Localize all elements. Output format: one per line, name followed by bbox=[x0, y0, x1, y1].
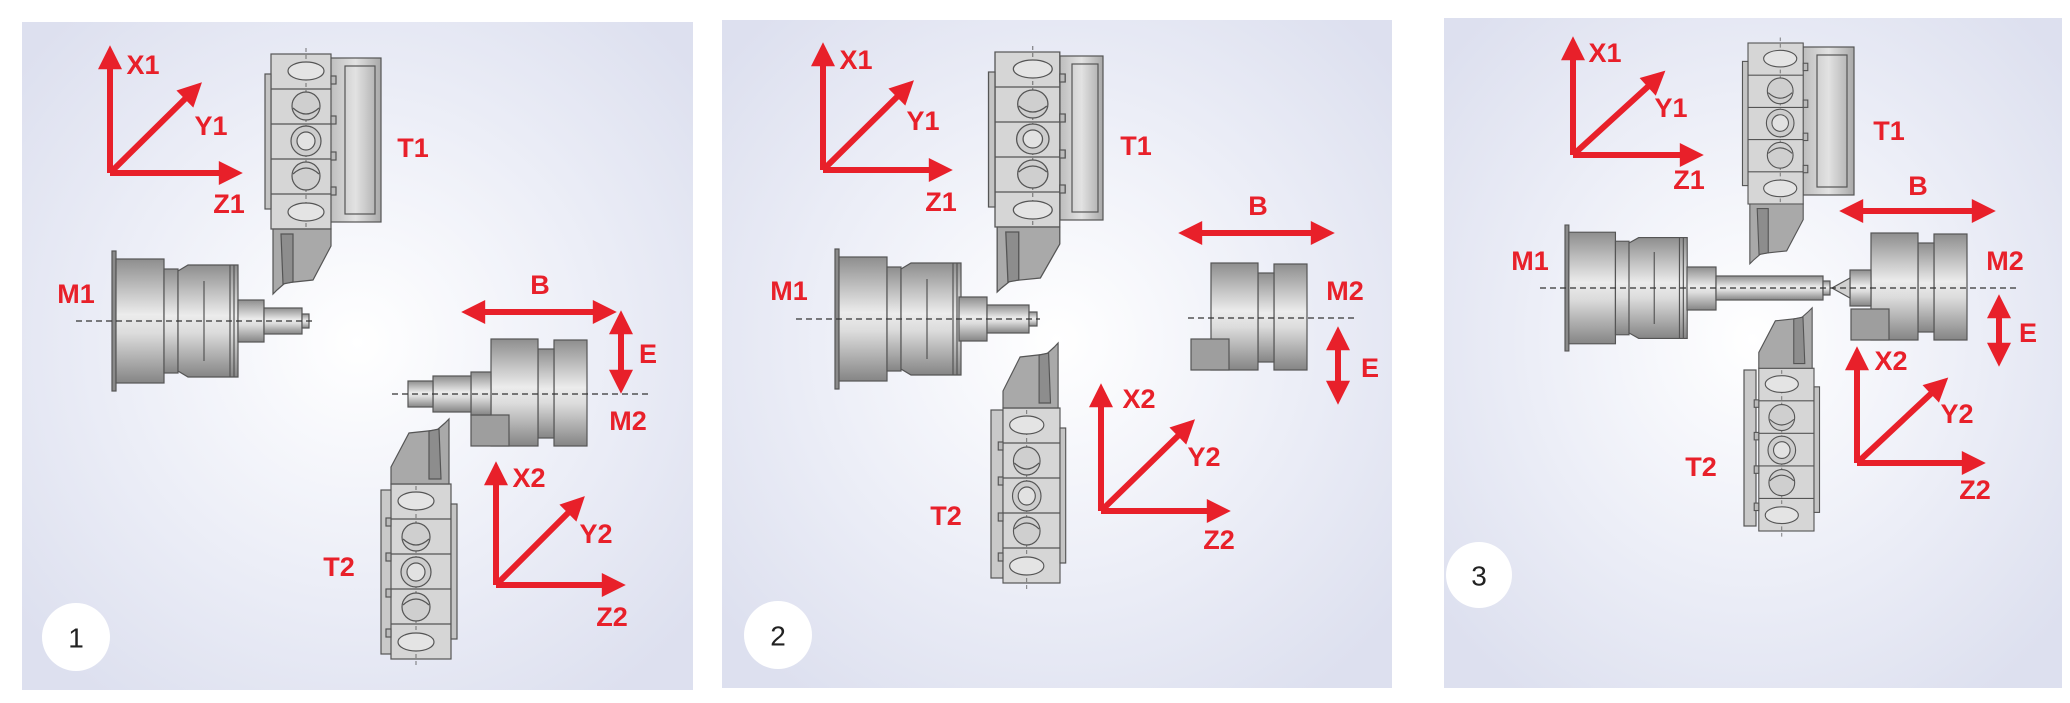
turret-t2 bbox=[990, 342, 1067, 590]
label-y2: Y2 bbox=[1940, 399, 1973, 429]
spindle-m1 bbox=[76, 250, 316, 392]
label-e: E bbox=[639, 339, 657, 369]
label-m2: M2 bbox=[609, 406, 647, 436]
axes-2 bbox=[1845, 346, 1986, 475]
label-t1: T1 bbox=[1873, 116, 1905, 146]
label-t2: T2 bbox=[930, 501, 962, 531]
label-x2: X2 bbox=[1122, 384, 1155, 414]
turret-t1 bbox=[1741, 36, 1855, 265]
label-m1: M1 bbox=[770, 276, 808, 306]
turret-t2 bbox=[1743, 307, 1821, 538]
label-e: E bbox=[1361, 353, 1379, 383]
panel-3: X1 Y1 Z1 T1 M1 B E M2 X2 Y2 Z2 T2 3 bbox=[1444, 18, 2062, 688]
label-y2: Y2 bbox=[579, 519, 612, 549]
spindle-m2 bbox=[392, 338, 648, 447]
label-b: B bbox=[1248, 191, 1268, 221]
panel-1: X1 Y1 Z1 T1 M1 B E M2 X2 Y2 Z2 T2 1 bbox=[22, 22, 693, 690]
label-z1: Z1 bbox=[213, 189, 245, 219]
label-b: B bbox=[530, 270, 550, 300]
spindle-m2 bbox=[1188, 262, 1356, 371]
label-z2: Z2 bbox=[1203, 525, 1235, 555]
step-badge bbox=[744, 601, 812, 669]
label-m2: M2 bbox=[1986, 246, 2024, 276]
label-x2: X2 bbox=[1874, 346, 1907, 376]
label-z2: Z2 bbox=[596, 602, 628, 632]
label-m2: M2 bbox=[1326, 276, 1364, 306]
label-e: E bbox=[2019, 318, 2037, 348]
label-y1: Y1 bbox=[1654, 93, 1687, 123]
label-m1: M1 bbox=[1511, 246, 1549, 276]
label-t2: T2 bbox=[323, 552, 355, 582]
spindle-m1 bbox=[796, 248, 1040, 390]
label-x1: X1 bbox=[839, 45, 872, 75]
turret-t1 bbox=[264, 47, 382, 295]
label-z1: Z1 bbox=[925, 187, 957, 217]
label-m1: M1 bbox=[57, 279, 95, 309]
turret-t2 bbox=[380, 418, 458, 666]
label-x1: X1 bbox=[1588, 38, 1621, 68]
label-z2: Z2 bbox=[1959, 475, 1991, 505]
axes-1 bbox=[98, 45, 243, 185]
panel-2: X1 Y1 Z1 T1 M1 B E M2 X2 Y2 Z2 T2 2 bbox=[722, 20, 1392, 688]
label-t2: T2 bbox=[1685, 452, 1717, 482]
label-t1: T1 bbox=[1120, 131, 1152, 161]
axes-1 bbox=[1561, 36, 1704, 167]
step-badge bbox=[42, 603, 110, 671]
label-t1: T1 bbox=[397, 133, 429, 163]
step-number: 3 bbox=[1471, 561, 1487, 592]
axes-2 bbox=[1089, 383, 1231, 523]
label-z1: Z1 bbox=[1673, 165, 1705, 195]
label-y2: Y2 bbox=[1187, 442, 1220, 472]
step-badge bbox=[1446, 542, 1512, 608]
label-x1: X1 bbox=[126, 50, 159, 80]
label-x2: X2 bbox=[512, 463, 545, 493]
label-b: B bbox=[1908, 171, 1928, 201]
label-y1: Y1 bbox=[194, 111, 227, 141]
axes-1 bbox=[811, 42, 953, 182]
turret-t1 bbox=[987, 45, 1104, 293]
axes-2 bbox=[484, 461, 626, 597]
label-y1: Y1 bbox=[906, 106, 939, 136]
step-number: 2 bbox=[770, 621, 786, 652]
step-number: 1 bbox=[68, 623, 84, 654]
